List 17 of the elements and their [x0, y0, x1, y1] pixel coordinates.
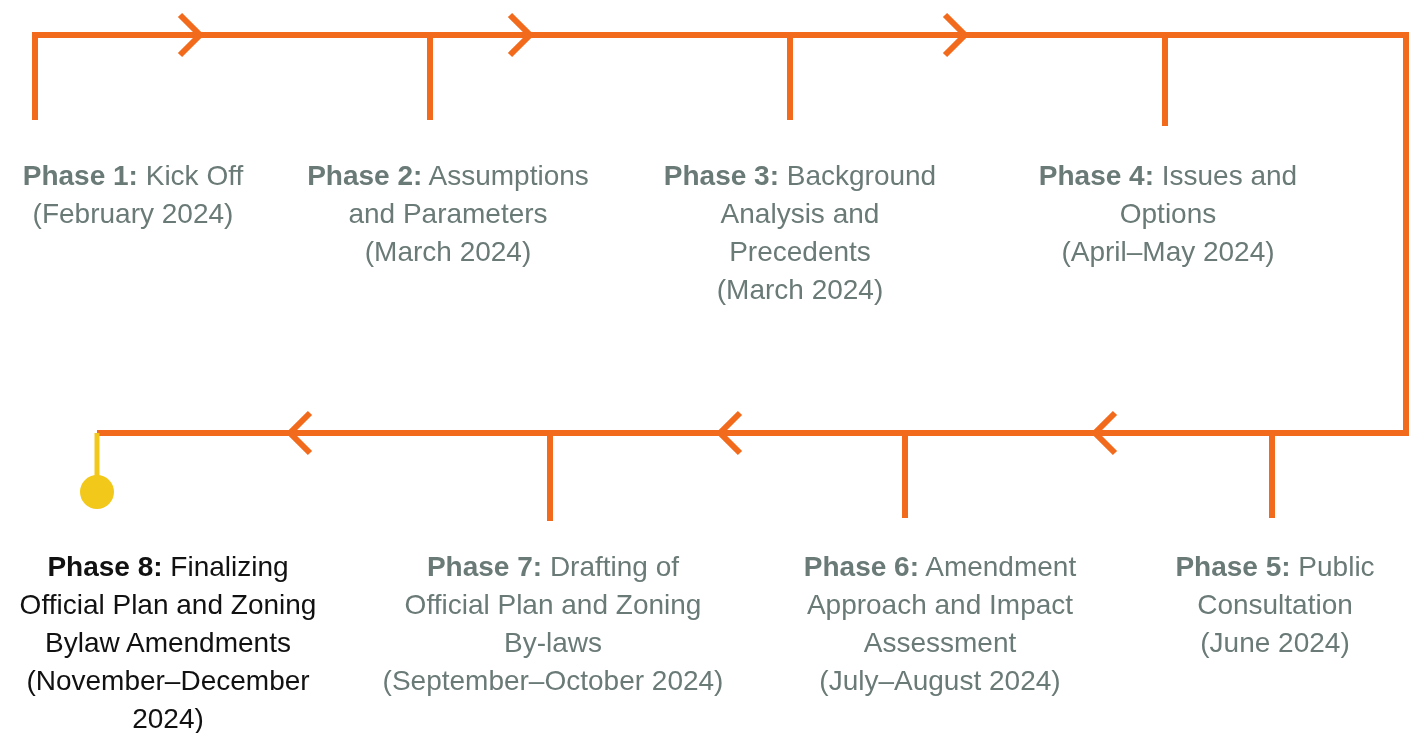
phase-date: (March 2024)	[715, 273, 885, 307]
phase-title: Phase 8: Finalizing Official Plan and Zoning Bylaw Amendments	[18, 550, 318, 660]
phase-title: Phase 3: Background Analysis and Precedents	[662, 159, 938, 269]
phase-title: Phase 5: Public Consultation	[1174, 550, 1376, 622]
phase-date: (March 2024)	[363, 235, 533, 269]
phase-date: (June 2024)	[1199, 626, 1351, 660]
phase-title: Phase 2: Assumptions and Parameters	[306, 159, 590, 231]
phase-title: Phase 6: Amendment Approach and Impact Assessment	[802, 550, 1078, 660]
phase-title: Phase 1: Kick Off	[21, 159, 245, 193]
phase-date: (November–December 2024)	[25, 664, 311, 733]
phase-date: (July–August 2024)	[818, 664, 1062, 698]
phase-date: (April–May 2024)	[1060, 235, 1276, 269]
phase-date: (February 2024)	[31, 197, 235, 231]
phase-title: Phase 7: Drafting of Official Plan and Zoning By-laws	[403, 550, 703, 660]
phase-date: (September–October 2024)	[381, 664, 725, 698]
phase-title: Phase 4: Issues and Options	[1037, 159, 1299, 231]
timeline-arrow	[94, 410, 553, 524]
